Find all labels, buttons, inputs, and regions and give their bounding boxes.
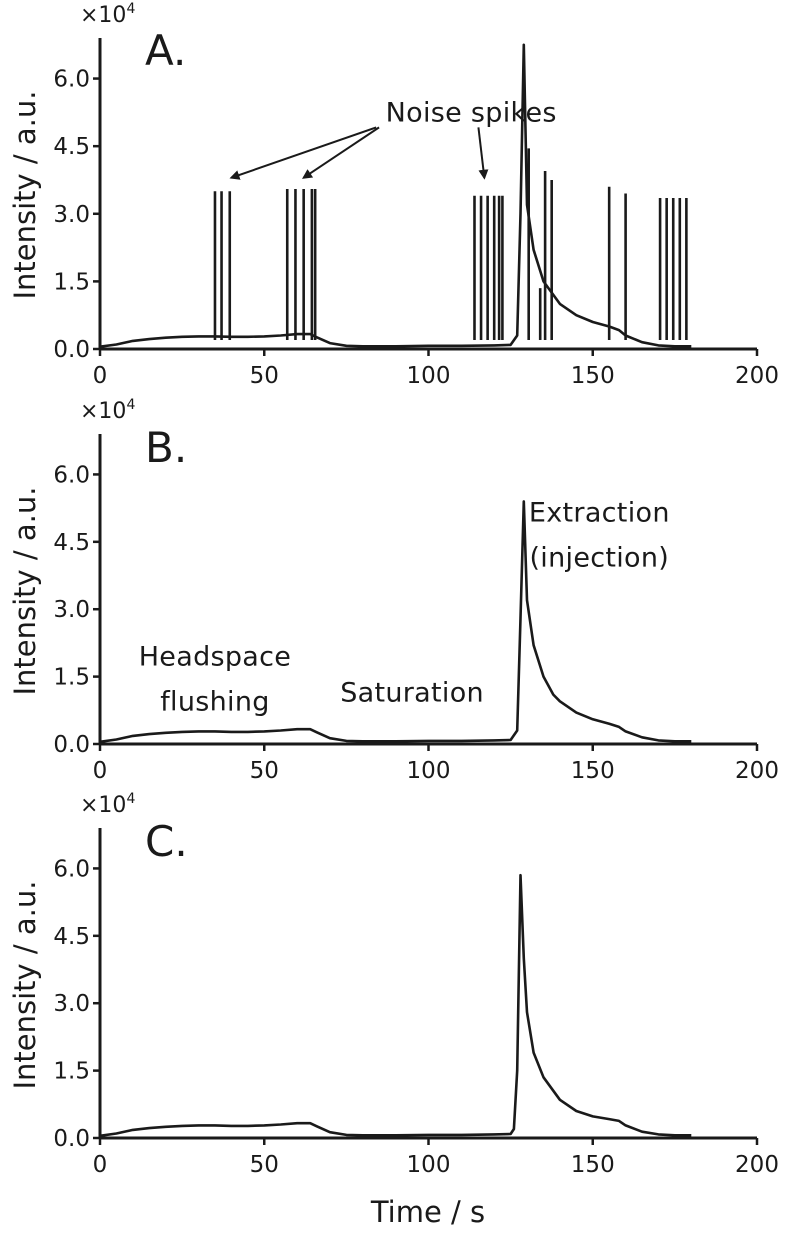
x-tick-label-c: 150 — [571, 1152, 615, 1178]
annotation-b: Extraction — [529, 498, 670, 529]
x-tick-label-b: 200 — [735, 758, 779, 784]
x-tick-label-a: 100 — [407, 363, 451, 389]
y-tick-label-a: 3.0 — [53, 202, 90, 228]
annotation-b: Saturation — [340, 677, 484, 708]
panel-label-b: B. — [145, 423, 187, 472]
x-tick-label-a: 0 — [93, 363, 108, 389]
x-tick-label-c: 0 — [93, 1152, 108, 1178]
x-tick-label-c: 100 — [407, 1152, 451, 1178]
series-line-a — [99, 43, 692, 348]
x-axis-title: Time / s — [370, 1195, 485, 1229]
y-tick-label-a: 6.0 — [53, 67, 90, 93]
y-tick-label-b: 6.0 — [53, 462, 90, 488]
y-tick-label-c: 4.5 — [53, 924, 90, 950]
panel-b: ×104 B. Intensity / a.u. 0.0 1.5 3.0 4.5 6.0… — [8, 397, 779, 784]
panel-a: ×104 A. Intensity / a.u. 0.0 1.5 3.0 4.5 6.0… — [8, 1, 779, 389]
x-tick-label-c: 200 — [735, 1152, 779, 1178]
y-tick-label-b: 3.0 — [53, 597, 90, 623]
y-multiplier-c: ×104 — [80, 791, 135, 818]
y-tick-label-c: 0.0 — [53, 1126, 90, 1152]
y-tick-label-b: 4.5 — [53, 530, 90, 556]
annotation-a: Noise spikes — [386, 97, 557, 128]
annotation-b: flushing — [160, 686, 269, 717]
panel-label-a: A. — [145, 26, 186, 75]
y-axis-title-b: Intensity / a.u. — [8, 486, 42, 695]
y-tick-label-a: 4.5 — [53, 134, 90, 160]
x-tick-label-b: 150 — [571, 758, 615, 784]
annotation-arrow-a — [477, 127, 489, 180]
x-tick-label-c: 50 — [250, 1152, 279, 1178]
y-multiplier-a: ×104 — [80, 1, 135, 28]
y-axis-title-a: Intensity / a.u. — [8, 90, 42, 299]
y-tick-label-c: 3.0 — [53, 991, 90, 1017]
x-tick-label-a: 200 — [735, 363, 779, 389]
annotation-arrow-a — [302, 126, 380, 179]
y-axis-title-c: Intensity / a.u. — [8, 880, 42, 1089]
y-tick-label-b: 1.5 — [53, 665, 90, 691]
annotation-b: Headspace — [139, 641, 292, 672]
y-multiplier-b: ×104 — [80, 397, 135, 424]
series-line-c — [99, 873, 692, 1138]
x-tick-label-b: 0 — [93, 758, 108, 784]
y-tick-label-a: 1.5 — [53, 269, 90, 295]
x-tick-label-a: 50 — [250, 363, 279, 389]
x-tick-label-b: 50 — [250, 758, 279, 784]
annotation-b: (injection) — [529, 543, 669, 574]
series-line-b — [99, 500, 692, 744]
panel-c: ×104 C. Intensity / a.u. Time / s 0.0 1.5… — [8, 791, 779, 1229]
y-tick-label-b: 0.0 — [53, 732, 90, 758]
annotation-arrow-a — [229, 126, 377, 180]
y-tick-label-c: 6.0 — [53, 856, 90, 882]
y-tick-label-c: 1.5 — [53, 1059, 90, 1085]
panel-label-c: C. — [145, 817, 188, 866]
x-tick-label-b: 100 — [407, 758, 451, 784]
y-tick-label-a: 0.0 — [53, 337, 90, 363]
x-tick-label-a: 150 — [571, 363, 615, 389]
